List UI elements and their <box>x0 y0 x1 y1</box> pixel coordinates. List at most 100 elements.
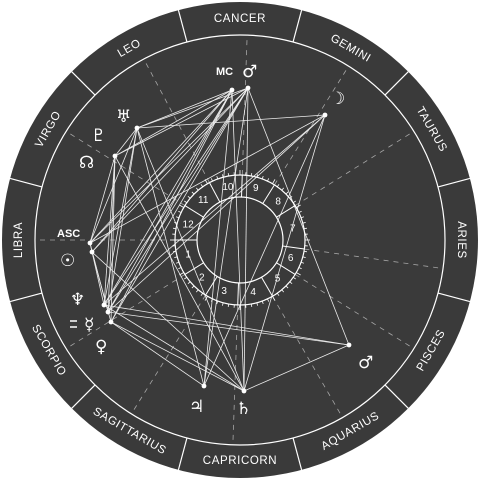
sign-divider <box>437 177 471 188</box>
house-number: 3 <box>221 286 227 297</box>
aspect-line <box>107 114 326 313</box>
mercury-glyph: ☿ <box>84 315 94 335</box>
aspect-line <box>231 89 245 392</box>
aspect-point <box>108 319 114 325</box>
aspect-lines <box>89 87 350 392</box>
mars-mc-glyph: ♂ <box>242 62 257 82</box>
house-divider <box>276 262 296 275</box>
aspect-line <box>203 89 233 387</box>
aspect-line <box>89 114 326 244</box>
aspect-point <box>101 302 107 308</box>
house-divider <box>237 282 239 305</box>
sign-label-cancer: CANCER <box>214 13 266 25</box>
aspect-point <box>241 388 247 394</box>
aspect-point <box>201 383 207 389</box>
aspect-line <box>103 89 233 306</box>
degree-tick <box>281 187 285 191</box>
aspect-line <box>243 114 326 392</box>
degree-tick <box>293 200 296 204</box>
aspect-line <box>89 87 249 244</box>
house-number: 1 <box>185 249 191 260</box>
aspect-line <box>107 87 249 313</box>
sign-divider <box>71 71 96 96</box>
sign-divider <box>177 437 188 471</box>
degree-tick <box>250 172 253 177</box>
aspect-line <box>110 89 233 323</box>
aspect-point <box>229 87 235 93</box>
zodiac-inner-edge <box>34 34 446 446</box>
aspect-line <box>110 155 116 323</box>
house-divider <box>241 175 243 198</box>
house-cusp-line <box>294 274 415 349</box>
saturn-glyph: ♄ <box>236 399 251 419</box>
house-number: 12 <box>183 220 195 231</box>
aspect-point <box>346 342 352 348</box>
sign-dividers <box>9 9 471 471</box>
aspect-point <box>322 112 328 118</box>
aspect-points <box>87 85 352 394</box>
degree-tick <box>285 285 289 289</box>
degree-tick <box>184 200 187 204</box>
house-divider <box>205 276 218 296</box>
degree-tick <box>250 303 253 308</box>
house-number: 2 <box>199 273 205 284</box>
degree-tick <box>175 261 180 264</box>
aspect-line <box>114 155 245 392</box>
degree-tick <box>272 179 276 184</box>
degree-tick <box>261 300 264 305</box>
degree-tick <box>302 222 306 224</box>
degree-tick <box>195 289 199 293</box>
degree-tick <box>184 276 187 280</box>
degree-tick <box>296 204 301 208</box>
sign-divider <box>292 9 303 43</box>
house-number: 9 <box>253 183 259 194</box>
house-cusp-line <box>131 294 206 415</box>
house-cusp-line <box>65 274 186 349</box>
degree-tick <box>210 178 213 182</box>
aspect-line <box>89 155 116 244</box>
house-divider <box>276 205 296 218</box>
aspect-line <box>247 87 350 346</box>
sign-divider <box>437 292 471 303</box>
aspect-line <box>136 114 326 129</box>
aspect-line <box>110 321 245 392</box>
degree-tick <box>200 293 204 296</box>
house-number: 7 <box>290 223 296 234</box>
sign-label-libra: LIBRA <box>13 222 25 258</box>
degree-tick <box>256 174 258 178</box>
sign-divider <box>292 437 303 471</box>
house-divider <box>209 182 221 203</box>
aspect-line <box>114 127 138 157</box>
degree-tick <box>216 300 219 305</box>
degree-tick <box>172 250 177 253</box>
degree-tick <box>222 174 224 178</box>
neptune-glyph: ♆ <box>70 290 85 310</box>
jupiter-glyph: ♃ <box>189 397 204 417</box>
sign-divider <box>177 9 188 43</box>
degree-ticks <box>170 170 310 310</box>
aspect-point <box>112 153 118 159</box>
house-divider <box>184 262 204 275</box>
degree-tick <box>303 227 308 230</box>
degree-tick <box>204 296 208 301</box>
degree-tick <box>298 267 302 270</box>
degree-tick <box>298 210 302 213</box>
asc-label: ASC <box>57 228 80 240</box>
aspect-line <box>243 344 350 392</box>
degree-tick <box>261 175 264 180</box>
degree-tick <box>179 204 184 208</box>
house-number: 6 <box>288 253 294 264</box>
venus-glyph: ♀ <box>95 337 107 357</box>
moon-glyph: ☽ <box>330 89 345 109</box>
aspect-point <box>105 309 111 315</box>
degree-tick <box>172 227 177 230</box>
sign-divider <box>9 177 43 188</box>
aspect-point <box>245 85 251 91</box>
zodiac-ring <box>2 2 478 478</box>
aspect-line <box>103 114 326 306</box>
degree-tick <box>200 184 204 187</box>
house-cusp-line <box>241 35 248 176</box>
aspect-line <box>103 304 245 392</box>
degree-tick <box>267 178 270 182</box>
